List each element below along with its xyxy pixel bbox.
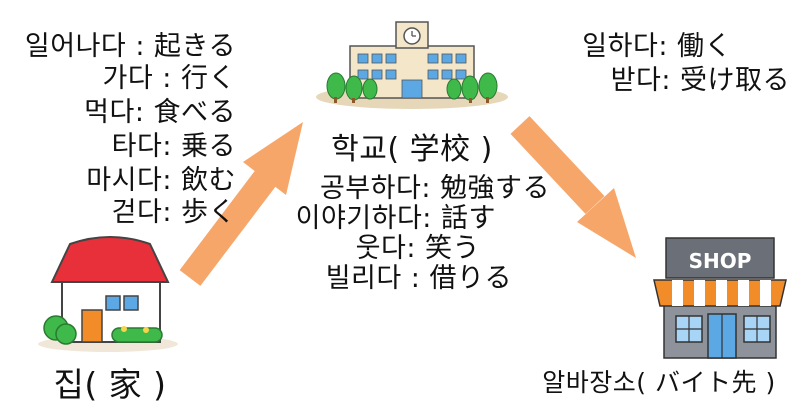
school-verb-4: 빌리다 : 借りる	[325, 263, 512, 294]
school-verb-1: 공부하다: 勉強する	[319, 173, 550, 204]
home-verb-5: 마시다: 飲む	[86, 165, 236, 196]
home-verb-1: 일어나다 : 起きる	[24, 31, 236, 62]
home-verb-4: 타다: 乗る	[111, 131, 236, 162]
workplace-verb-2: 받다: 受け取る	[610, 65, 790, 96]
home-verb-3: 먹다: 食べる	[84, 97, 236, 128]
shop-sign-text: SHOP	[689, 249, 752, 273]
school-illustration	[316, 21, 508, 109]
arrow-home-to-school	[179, 122, 303, 286]
school-label: 학교( 学校 )	[331, 132, 493, 167]
home-verb-6: 걷다: 歩く	[111, 197, 236, 228]
school-verb-2: 이야기하다: 話す	[295, 203, 496, 234]
arrow-school-to-shop	[510, 116, 636, 258]
workplace-verb-1: 일하다: 働く	[582, 31, 732, 62]
home-verb-2: 가다 : 行く	[102, 63, 236, 94]
school-verb-3: 웃다: 笑う	[355, 233, 480, 264]
home-label: 집( 家 )	[53, 365, 167, 404]
house-illustration	[38, 236, 178, 352]
shop-illustration: SHOP	[653, 237, 787, 359]
workplace-label: 알바장소( バイト先 )	[542, 368, 776, 397]
